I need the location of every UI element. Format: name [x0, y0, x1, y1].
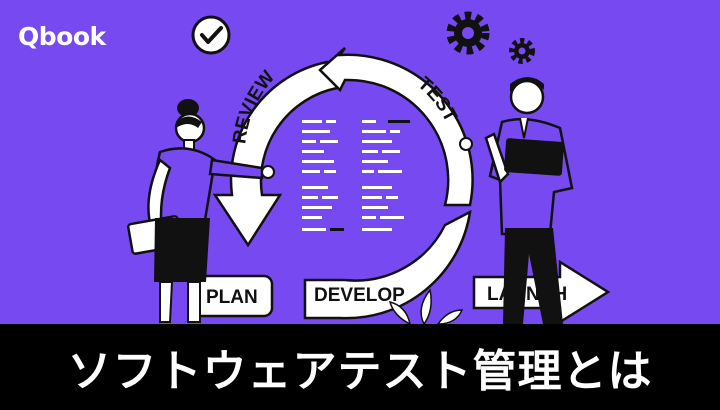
page-title: ソフトウェアテスト管理とは [67, 346, 653, 397]
review-arrow [212, 60, 339, 248]
small-gear-icon [509, 38, 535, 64]
test-arrow [318, 47, 474, 207]
headline-bar: ソフトウェアテスト管理とは [0, 324, 720, 410]
plant [388, 288, 464, 326]
woman-figure [127, 99, 275, 323]
gear-icon [446, 11, 490, 55]
plan-label: PLAN [206, 287, 258, 308]
develop-label: DEVELOP [314, 285, 405, 306]
man-figure [459, 77, 574, 324]
develop-arrow [303, 209, 472, 320]
code-lines [302, 120, 410, 231]
qbook-logo[interactable]: Qbook [18, 22, 106, 51]
checkmark-icon [191, 15, 231, 55]
